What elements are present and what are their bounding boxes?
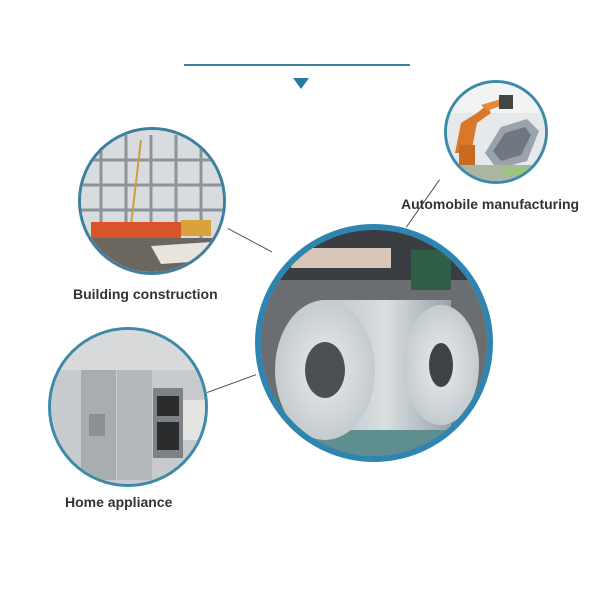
label-home-appliance: Home appliance bbox=[65, 494, 173, 510]
triangle-down-icon bbox=[293, 78, 309, 89]
label-automobile-manufacturing: Automobile manufacturing bbox=[401, 196, 580, 212]
connector-home bbox=[207, 374, 257, 393]
header-divider bbox=[184, 64, 410, 66]
building-construction-image bbox=[78, 127, 226, 275]
automobile-manufacturing-image bbox=[444, 80, 548, 184]
connector-building bbox=[227, 228, 273, 253]
steel-coils-image bbox=[255, 224, 493, 462]
label-building-construction: Building construction bbox=[73, 286, 218, 302]
home-appliance-image bbox=[48, 327, 208, 487]
